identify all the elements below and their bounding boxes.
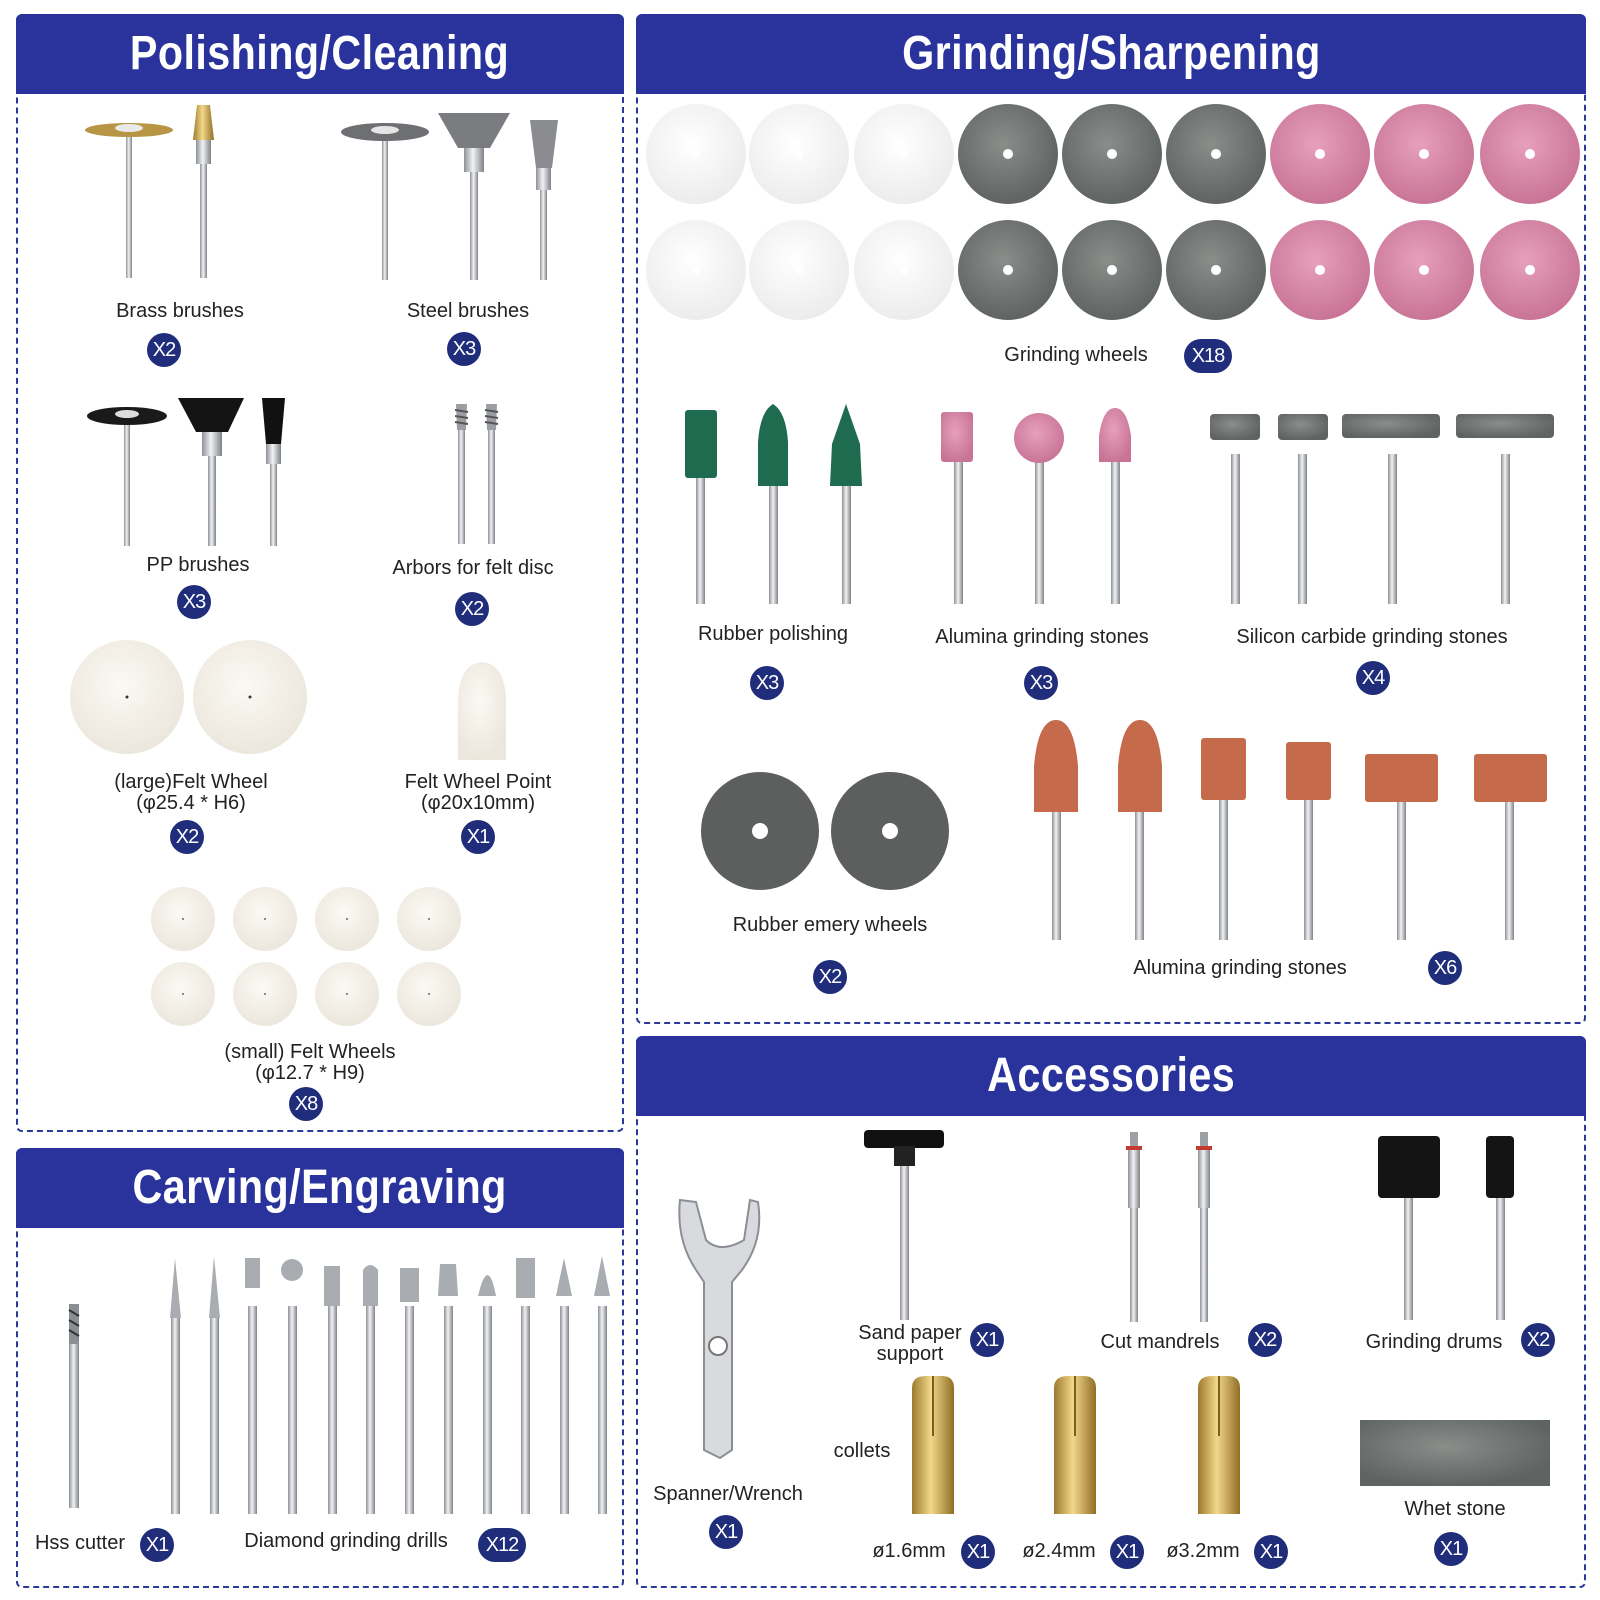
hss-cutter-qty: X1 (140, 1528, 174, 1562)
rubber-emery-label: Rubber emery wheels (732, 914, 928, 936)
sand-paper-label: Sand paper (858, 1322, 962, 1344)
rubber-emery-wheels-image (701, 772, 949, 890)
accessories-panel: Accessories (636, 1036, 1586, 1588)
alumina-stones-2-label: Alumina grinding stones (1133, 957, 1347, 979)
cut-mandrels-image (1126, 1132, 1212, 1322)
accessories-title: Accessories (986, 1049, 1236, 1102)
hss-cutter-label: Hss cutter (34, 1532, 126, 1554)
sic-stones-image (1210, 414, 1554, 604)
alumina-stones-1-qty: X3 (1024, 666, 1058, 700)
brass-brushes-qty: X2 (147, 333, 181, 367)
rubber-polishing-image (685, 404, 862, 604)
alumina-stones-2-qty: X6 (1428, 951, 1462, 985)
hss-cutter-image (68, 1304, 80, 1508)
rubber-emery-qty: X2 (813, 960, 847, 994)
cut-mandrels-qty: X2 (1248, 1323, 1282, 1357)
carving-panel: Carving/Engraving (16, 1148, 624, 1588)
large-felt-spec: (φ25.4 * H6) (136, 792, 246, 814)
pp-brushes-label: PP brushes (146, 554, 250, 576)
carving-title: Carving/Engraving (132, 1161, 508, 1214)
spanner-image (678, 1198, 761, 1460)
sic-stones-qty: X4 (1356, 661, 1390, 695)
whet-stone-image (1360, 1420, 1550, 1486)
small-felt-qty: X8 (289, 1087, 323, 1121)
grinding-header: Grinding/Sharpening (636, 14, 1586, 94)
sand-paper-label-2: support (876, 1343, 944, 1365)
grinding-drums-qty: X2 (1521, 1323, 1555, 1357)
arbors-label: Arbors for felt disc (392, 557, 554, 579)
whet-stone-qty: X1 (1434, 1532, 1468, 1566)
accessories-header: Accessories (636, 1036, 1586, 1116)
large-felt-qty: X2 (170, 820, 204, 854)
spanner-qty: X1 (709, 1515, 743, 1549)
rubber-polishing-label: Rubber polishing (697, 623, 849, 645)
collet-16-qty: X1 (961, 1535, 995, 1569)
collet-32-label: ø3.2mm (1166, 1540, 1240, 1562)
collets-label: collets (833, 1440, 891, 1462)
grinding-panel: Grinding/Sharpening (636, 14, 1586, 1024)
polishing-header: Polishing/Cleaning (16, 14, 624, 94)
rubber-polishing-qty: X3 (750, 666, 784, 700)
grinding-drums-label: Grinding drums (1365, 1331, 1503, 1353)
diamond-drills-label: Diamond grinding drills (244, 1530, 448, 1552)
sic-stones-label: Silicon carbide grinding stones (1236, 626, 1508, 648)
polishing-title: Polishing/Cleaning (130, 27, 510, 80)
whet-stone-label: Whet stone (1404, 1498, 1506, 1520)
small-felt-wheels-image (151, 887, 461, 1026)
cut-mandrels-label: Cut mandrels (1100, 1331, 1220, 1353)
diamond-drills-qty: X12 (478, 1528, 526, 1562)
spanner-label: Spanner/Wrench (653, 1483, 803, 1505)
diamond-drills-image (170, 1256, 610, 1514)
steel-brushes-qty: X3 (447, 332, 481, 366)
pp-brushes-image (87, 398, 285, 546)
steel-brushes-image (341, 113, 558, 280)
polishing-panel: Polishing/Cleaning (16, 14, 624, 1132)
felt-point-image (458, 662, 506, 760)
pp-brushes-qty: X3 (177, 585, 211, 619)
small-felt-label: (small) Felt Wheels (224, 1041, 396, 1063)
grinding-wheels-label: Grinding wheels (1004, 344, 1148, 366)
large-felt-wheels-image (70, 640, 307, 754)
grinding-drums-image (1378, 1136, 1514, 1320)
large-felt-label: (large)Felt Wheel (114, 771, 268, 793)
carving-header: Carving/Engraving (16, 1148, 624, 1228)
collet-16-label: ø1.6mm (872, 1540, 946, 1562)
collet-32-qty: X1 (1254, 1535, 1288, 1569)
alumina-stones-1-label: Alumina grinding stones (935, 626, 1149, 648)
collet-24-qty: X1 (1110, 1535, 1144, 1569)
grinding-wheels-image (646, 104, 1580, 320)
brass-brushes-image (85, 105, 214, 278)
arbors-image (454, 404, 499, 544)
felt-point-label: Felt Wheel Point (404, 771, 552, 793)
brass-brushes-label: Brass brushes (116, 300, 244, 322)
alumina-stones-1-image (941, 408, 1131, 604)
alumina-stones-2-image (1034, 720, 1547, 940)
grinding-title: Grinding/Sharpening (901, 27, 1321, 80)
steel-brushes-label: Steel brushes (406, 300, 530, 322)
collets-image (912, 1376, 1240, 1514)
collet-24-label: ø2.4mm (1022, 1540, 1096, 1562)
sand-paper-qty: X1 (970, 1323, 1004, 1357)
grinding-wheels-qty: X18 (1184, 339, 1232, 373)
felt-point-spec: (φ20x10mm) (420, 792, 536, 814)
arbors-qty: X2 (455, 592, 489, 626)
small-felt-spec: (φ12.7 * H9) (255, 1062, 365, 1084)
sand-paper-support-image (864, 1130, 944, 1320)
felt-point-qty: X1 (461, 820, 495, 854)
